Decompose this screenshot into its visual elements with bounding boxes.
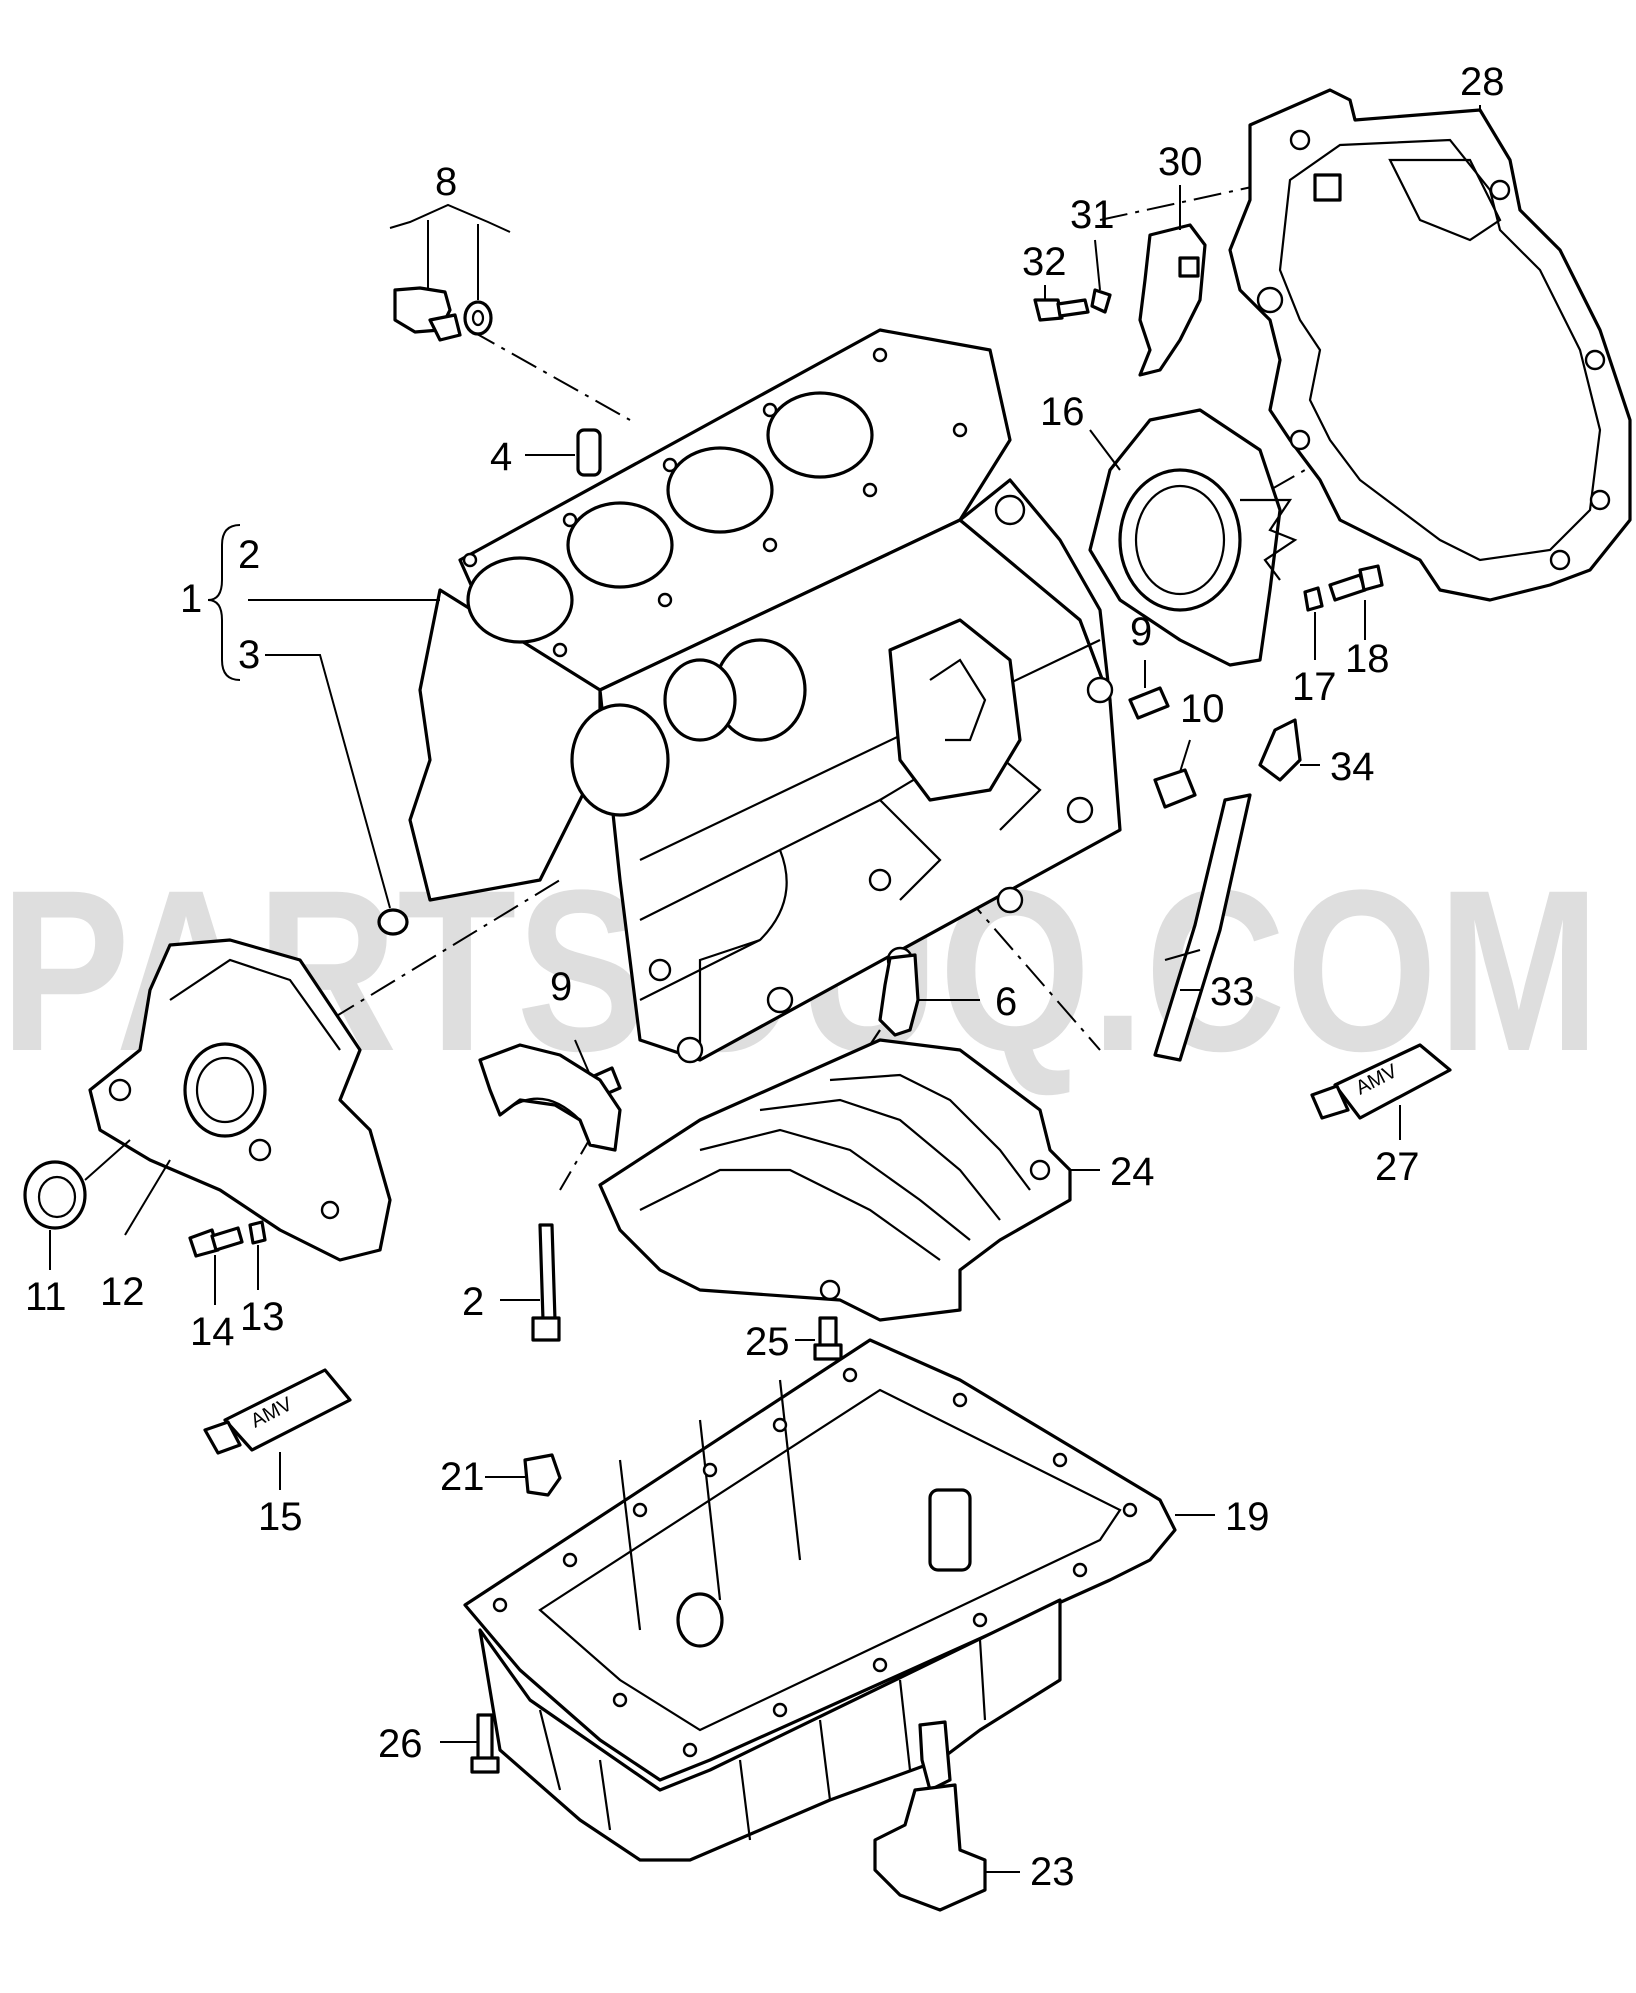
callout-19: 19 xyxy=(1225,1495,1270,1539)
callout-17: 17 xyxy=(1292,665,1337,709)
screw-18 xyxy=(1328,564,1384,602)
callout-3: 3 xyxy=(238,633,260,677)
callout-13: 13 xyxy=(240,1295,285,1339)
callout-2-lower: 2 xyxy=(462,1280,484,1324)
callout-33: 33 xyxy=(1210,970,1255,1014)
callout-14: 14 xyxy=(190,1310,235,1354)
plug-8 xyxy=(393,286,493,342)
callout-12: 12 xyxy=(100,1270,145,1314)
washer-13 xyxy=(248,1220,267,1245)
callout-31: 31 xyxy=(1070,193,1115,237)
drain-plug-21 xyxy=(523,1453,562,1497)
callout-11: 11 xyxy=(25,1275,67,1319)
bushing-10 xyxy=(1153,768,1197,809)
callout-4: 4 xyxy=(490,435,512,479)
screw-26 xyxy=(470,1713,500,1774)
cylinder-block-1 xyxy=(408,328,1122,1064)
sealant-tube-15: AMV xyxy=(203,1368,352,1455)
seal-flange-16 xyxy=(1088,408,1298,667)
callout-21: 21 xyxy=(440,1455,485,1499)
leader-lines xyxy=(49,105,1481,1873)
callout-27: 27 xyxy=(1375,1145,1420,1189)
callout-34: 34 xyxy=(1330,745,1375,789)
plug-3 xyxy=(377,908,409,936)
callout-18: 18 xyxy=(1345,637,1390,681)
callout-25: 25 xyxy=(745,1320,790,1364)
callout-9: 9 xyxy=(1130,610,1152,654)
callout-28: 28 xyxy=(1460,60,1505,104)
shaft-seal-11 xyxy=(23,1160,87,1230)
dipstick-tube-33 xyxy=(1153,793,1252,1062)
screw-25 xyxy=(813,1316,843,1361)
sensor-6 xyxy=(869,953,920,1046)
bearing-cap xyxy=(478,1043,622,1152)
callout-24: 24 xyxy=(1110,1150,1155,1194)
callout-9-lower: 9 xyxy=(550,965,572,1009)
oil-level-sensor-23 xyxy=(873,1720,987,1912)
dowel-9-upper xyxy=(1128,686,1170,720)
callout-30: 30 xyxy=(1158,140,1203,184)
bearing-bolt-2 xyxy=(531,1223,561,1342)
callout-1: 1 xyxy=(180,577,202,621)
callout-6: 6 xyxy=(995,980,1017,1024)
callout-26: 26 xyxy=(378,1722,423,1766)
callout-15: 15 xyxy=(258,1495,303,1539)
screw-14 xyxy=(188,1226,244,1258)
sleeve-4 xyxy=(576,428,602,477)
callout-8: 8 xyxy=(435,160,457,204)
callout-2: 2 xyxy=(238,533,260,577)
washer-31 xyxy=(1090,288,1112,314)
callout-16: 16 xyxy=(1040,390,1085,434)
oil-pan-19 xyxy=(463,1338,1177,1862)
callout-32: 32 xyxy=(1022,240,1067,284)
cover-plate-30 xyxy=(1138,223,1207,377)
callout-10: 10 xyxy=(1180,687,1225,731)
cap-34 xyxy=(1258,718,1302,782)
sealant-tube-27: AMV xyxy=(1310,1043,1452,1120)
callout-23: 23 xyxy=(1030,1850,1075,1894)
baffle-plate-24 xyxy=(598,1038,1072,1322)
callout-numbers: 1 2 3 4 6 8 9 10 11 12 13 14 15 16 17 18… xyxy=(25,60,1505,1894)
screw-32 xyxy=(1033,298,1090,322)
washer-17 xyxy=(1303,586,1324,612)
front-cover-12 xyxy=(88,938,392,1262)
gasket-plate-28 xyxy=(1228,88,1632,602)
